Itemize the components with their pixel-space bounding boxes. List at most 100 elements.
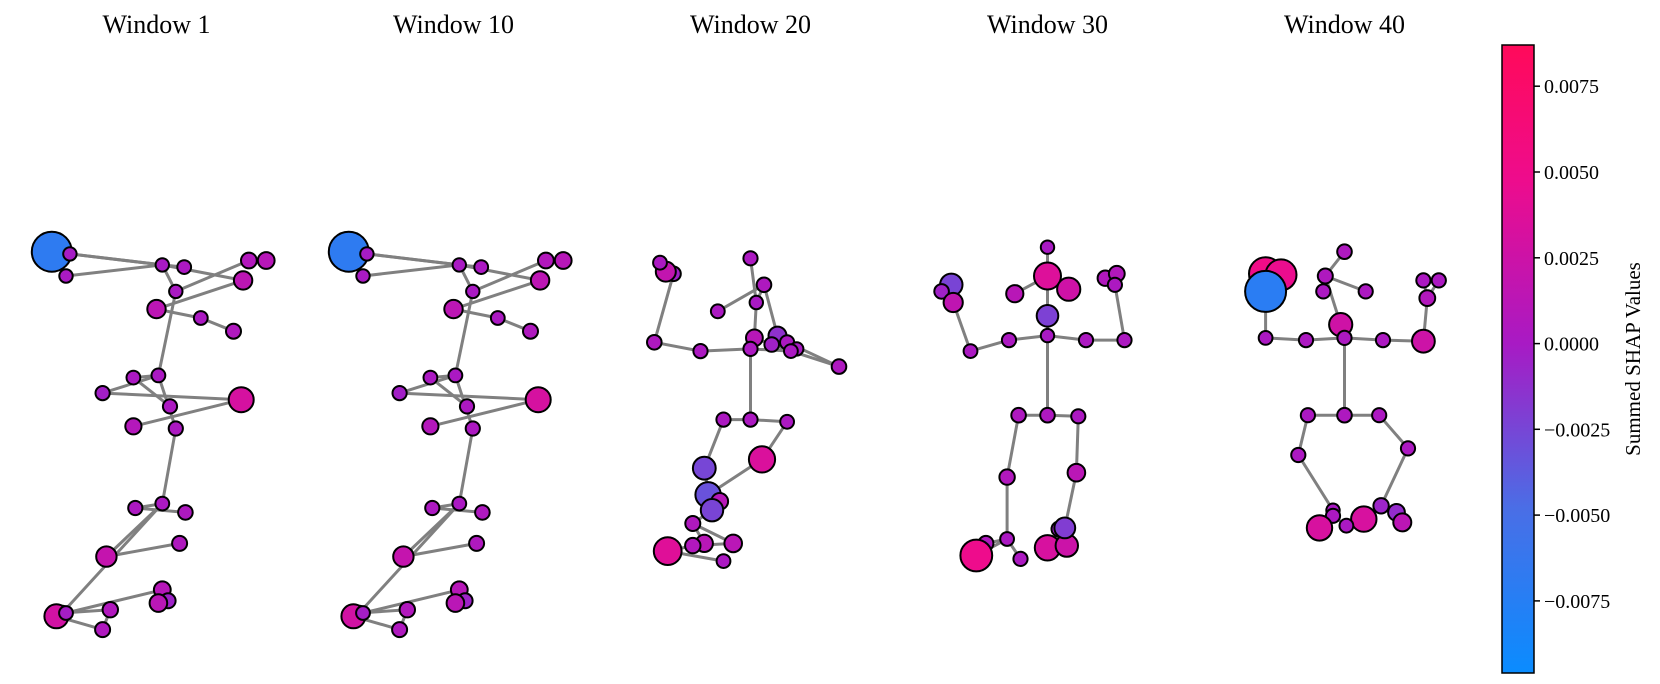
joint-marker	[959, 538, 994, 573]
joint-marker	[1372, 497, 1390, 515]
joint-marker	[1357, 283, 1374, 300]
colorbar-tick-label: −0.0075	[1544, 591, 1610, 613]
bone	[131, 398, 243, 428]
joint-marker	[227, 386, 255, 414]
panel-1: Window 1	[30, 10, 276, 639]
bone	[1005, 413, 1021, 479]
joint-marker	[779, 413, 795, 430]
joint-marker	[1336, 406, 1353, 424]
joint-marker	[747, 445, 777, 474]
joint-marker	[692, 343, 709, 360]
joint-marker	[1000, 332, 1018, 349]
panel-3: Window 20	[646, 10, 848, 569]
joint-marker	[167, 420, 184, 437]
joint-marker	[998, 468, 1016, 486]
joint-marker	[742, 250, 759, 267]
joint-marker	[1392, 512, 1413, 533]
panel-title: Window 1	[103, 10, 211, 39]
joint-marker	[529, 270, 551, 291]
joint-marker	[962, 343, 979, 360]
joint-marker	[177, 504, 194, 521]
joint-marker	[646, 334, 663, 351]
joint-marker	[723, 533, 744, 554]
joint-marker	[1244, 269, 1288, 313]
joint-marker	[830, 358, 848, 375]
bone	[64, 588, 164, 615]
bone	[361, 588, 461, 615]
joint-marker	[755, 276, 773, 294]
colorbar: 0.00750.00500.00250.0000−0.0025−0.0050−0…	[1501, 44, 1645, 674]
joint-marker	[58, 605, 74, 621]
joint-marker	[1257, 330, 1274, 346]
panel-2: Window 10	[327, 10, 573, 639]
bone	[401, 541, 479, 559]
joint-marker	[465, 283, 481, 300]
bone	[1113, 283, 1126, 342]
joint-marker	[1338, 517, 1355, 534]
joint-marker	[1012, 550, 1029, 568]
bone	[457, 427, 475, 506]
bone	[64, 263, 164, 278]
panel-title: Window 10	[393, 10, 514, 39]
joint-marker	[652, 254, 668, 271]
joint-marker	[709, 303, 726, 320]
bone	[1296, 453, 1335, 512]
bone	[471, 259, 548, 293]
joint-marker	[999, 531, 1015, 547]
joint-marker	[240, 251, 258, 270]
joint-marker	[684, 515, 702, 532]
joint-marker	[763, 336, 781, 353]
joint-marker	[1336, 329, 1353, 346]
panel-4: Window 30	[933, 10, 1133, 573]
joint-marker	[447, 367, 464, 384]
joint-marker	[748, 294, 764, 311]
bone	[155, 278, 245, 311]
colorbar-bar	[1501, 44, 1535, 674]
joint-marker	[1411, 328, 1436, 354]
joint-marker	[553, 251, 573, 270]
joint-marker	[171, 534, 189, 552]
joint-marker	[256, 251, 276, 270]
bone	[101, 391, 243, 402]
joint-marker	[942, 291, 964, 314]
bone	[174, 259, 251, 293]
joint-marker	[148, 593, 169, 613]
colorbar-ticks: 0.00750.00500.00250.0000−0.0025−0.0050−0…	[1534, 76, 1610, 613]
joint-marker	[1374, 332, 1392, 349]
joint-marker	[1418, 289, 1437, 308]
joint-marker	[691, 455, 717, 481]
joint-marker	[1415, 272, 1432, 289]
joint-marker	[359, 246, 375, 262]
joint-marker	[684, 536, 702, 555]
panel-title: Window 40	[1284, 10, 1405, 39]
joint-marker	[474, 504, 491, 521]
joint-marker	[522, 322, 539, 340]
joint-marker	[225, 322, 242, 340]
joint-marker	[94, 621, 112, 639]
bone	[68, 252, 164, 267]
bone	[452, 278, 542, 311]
joint-marker	[421, 417, 440, 436]
bone	[365, 252, 461, 267]
joint-marker	[783, 343, 799, 360]
colorbar-tick-label: 0.0050	[1544, 162, 1599, 184]
joint-marker	[1399, 440, 1417, 457]
joint-marker	[715, 411, 732, 428]
colorbar-tick-label: −0.0050	[1544, 505, 1610, 527]
joint-marker	[94, 385, 111, 402]
joint-marker	[232, 270, 254, 291]
joint-marker	[1116, 332, 1133, 349]
joint-marker	[1371, 407, 1388, 424]
joint-marker	[1430, 272, 1447, 289]
joint-marker	[192, 310, 209, 326]
bone	[361, 263, 461, 278]
joint-marker	[524, 386, 552, 414]
colorbar-tick-label: −0.0025	[1544, 419, 1610, 441]
colorbar-label: Summed SHAP Values	[1621, 262, 1645, 456]
joint-marker	[168, 283, 184, 300]
bone	[428, 398, 540, 428]
joint-marker	[58, 268, 74, 284]
joint-marker	[154, 495, 171, 512]
